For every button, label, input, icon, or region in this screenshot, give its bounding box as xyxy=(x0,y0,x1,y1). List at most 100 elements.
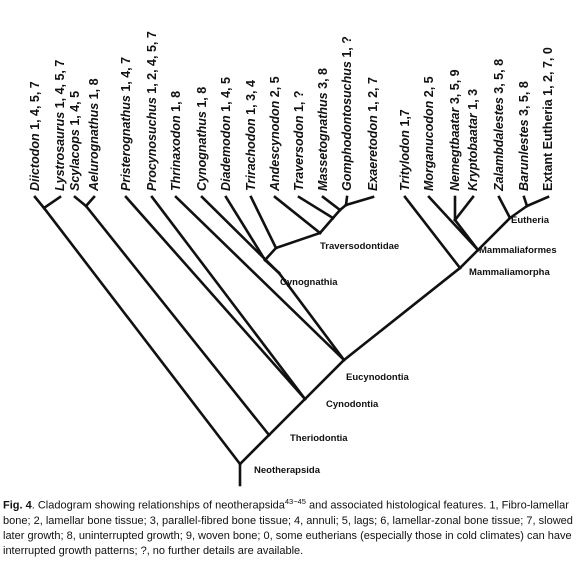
branch-cynognathia xyxy=(277,271,346,362)
taxon-name: Massetognathus xyxy=(316,92,330,191)
taxon-name: Traversodon xyxy=(292,115,306,191)
branch-eucynodontia xyxy=(303,358,346,401)
caption-lead: . Cladogram showing relationships of neo… xyxy=(31,499,285,512)
taxon-features: 3, 8 xyxy=(316,68,330,92)
taxon-features: 1, 8 xyxy=(87,78,101,102)
branch-extant-eutheria xyxy=(525,195,550,208)
taxon-name: Lystrosaurus xyxy=(53,112,67,191)
clade-label-theriodontia: Theriodontia xyxy=(290,433,348,444)
branch-mammaliaformes xyxy=(458,248,480,270)
caption-references: 43−45 xyxy=(284,497,306,506)
taxon-name: Cynognathus xyxy=(195,111,209,191)
branch-pristerognathus xyxy=(124,195,307,401)
branch-theriodontia xyxy=(238,433,271,466)
taxon-features: 3, 5, 8 xyxy=(517,81,531,119)
branch-eutheria xyxy=(476,216,512,252)
branch-trv-inner2 xyxy=(331,208,342,220)
branch-mammaliamorpha xyxy=(342,266,462,362)
taxon-features: 1, 2, 4, 5, 7 xyxy=(145,31,159,97)
branch-ther-to-cyno xyxy=(267,397,307,437)
caption-body: and associated histological features. 1,… xyxy=(3,499,573,557)
branch-barunlestes xyxy=(522,195,529,208)
taxon-features: 2, 5 xyxy=(268,76,282,100)
taxon-label: Tritylodon 1,7 xyxy=(398,109,412,191)
taxon-label: Lystrosaurus 1, 4, 5, 7 xyxy=(53,60,67,191)
taxon-label: Traversodon 1, ? xyxy=(292,90,306,191)
branch-zalambdalestes xyxy=(497,195,512,220)
taxon-label: Andescynodon 2, 5 xyxy=(268,76,282,192)
taxon-label: Cynognathus 1, 8 xyxy=(195,87,209,191)
branch-eutheria-inner xyxy=(508,204,529,220)
branch-scylacops xyxy=(73,195,88,208)
taxon-features: 1, 3 xyxy=(466,89,480,113)
taxon-name: Kryptobaatar xyxy=(466,112,480,191)
clade-label-cynodontia: Cynodontia xyxy=(326,399,379,410)
taxon-features: 2, 5 xyxy=(422,76,436,100)
branch-andescynodon xyxy=(273,195,322,235)
branch-dicynodontia xyxy=(42,206,242,466)
taxon-features: 1, 4, 5, 7 xyxy=(53,60,67,112)
taxon-name: Diademodon xyxy=(219,115,233,191)
taxon-features: 1, 4, 5, 7 xyxy=(28,81,42,133)
taxon-label: Morganucodon 2, 5 xyxy=(422,76,436,191)
taxon-label: Gomphodontosuchus 1, ? xyxy=(340,36,354,191)
taxon-features: 3, 5, 9 xyxy=(448,69,462,107)
taxon-features: 1, 4, 5 xyxy=(68,91,82,129)
taxon-name: Gomphodontosuchus xyxy=(340,61,354,191)
clade-label-cynognathia: Cynognathia xyxy=(280,277,338,288)
taxon-name: Extant Eutheria xyxy=(541,98,555,191)
clade-label-eucynodontia: Eucynodontia xyxy=(346,372,410,383)
taxon-features: 1, 4, 7 xyxy=(119,57,133,95)
branch-diademodon-node xyxy=(263,258,281,275)
taxon-label: Diademodon 1, 4, 5 xyxy=(219,77,233,191)
taxon-features: 1, 2, 7 xyxy=(366,77,380,115)
taxon-features: 1, 8 xyxy=(195,87,209,111)
taxon-name: Diictodon xyxy=(28,133,42,191)
taxon-name: Aelurognathus xyxy=(87,103,101,192)
clade-label-mammaliamorpha: Mammaliamorpha xyxy=(469,267,550,278)
taxon-label: Exaeretodon 1, 2, 7 xyxy=(366,77,380,191)
taxon-label: Thrinaxodon 1, 8 xyxy=(169,91,183,191)
branch-massetognathus xyxy=(321,195,342,212)
taxon-features: 1,7 xyxy=(398,109,412,130)
branch-trv-inner xyxy=(318,216,335,235)
taxon-label: Trirachodon 1, 3, 4 xyxy=(244,80,258,191)
taxon-label: Procynosuchus 1, 2, 4, 5, 7 xyxy=(145,31,159,191)
branch-diademodon xyxy=(224,195,267,262)
cladogram-branches xyxy=(33,195,550,487)
figure-label: Fig. 4 xyxy=(3,499,32,512)
taxon-label: Zalambdalestes 3, 5, 8 xyxy=(492,59,506,192)
figure-caption: Fig. 4. Cladogram showing relationships … xyxy=(3,494,577,559)
branch-exaeretodon xyxy=(344,195,375,207)
clade-label-traversodontidae: Traversodontidae xyxy=(320,241,399,252)
taxon-features: 1, ? xyxy=(340,36,354,61)
branch-tritylodon xyxy=(403,195,462,270)
taxon-label: Nemegtbaatar 3, 5, 9 xyxy=(448,69,462,191)
clade-label-mammaliaformes: Mammaliaformes xyxy=(479,245,557,256)
taxon-name: Thrinaxodon xyxy=(169,115,183,191)
taxon-label: Aelurognathus 1, 8 xyxy=(87,78,101,192)
taxon-label: Scylacops 1, 4, 5 xyxy=(68,91,82,191)
taxon-label: Diictodon 1, 4, 5, 7 xyxy=(28,81,42,191)
taxon-name: Procynosuchus xyxy=(145,97,159,191)
taxon-name: Zalambdalestes xyxy=(492,97,506,192)
clade-label-eutheria: Eutheria xyxy=(511,215,550,226)
taxon-name: Trirachodon xyxy=(244,118,258,191)
taxon-features: 1, 3, 4 xyxy=(244,80,258,118)
taxon-label: Extant Eutheria 1, 2, 7, 0 xyxy=(541,47,555,191)
taxon-features: 3, 5, 8 xyxy=(492,59,506,97)
taxon-name: Scylacops xyxy=(68,129,82,191)
taxon-features: 1, ? xyxy=(292,90,306,115)
taxon-name: Barunlestes xyxy=(517,119,531,191)
branch-trirachodon xyxy=(249,195,278,250)
branch-trirachodon-node xyxy=(263,246,278,262)
taxon-name: Exaeretodon xyxy=(366,115,380,191)
taxon-label: Massetognathus 3, 8 xyxy=(316,68,330,191)
taxon-name: Nemegtbaatar xyxy=(448,107,462,191)
branch-aelurognathus xyxy=(84,195,96,208)
taxon-name: Pristerognathus xyxy=(119,95,133,191)
taxon-name: Andescynodon xyxy=(268,100,282,192)
taxon-label: Barunlestes 3, 5, 8 xyxy=(517,81,531,191)
